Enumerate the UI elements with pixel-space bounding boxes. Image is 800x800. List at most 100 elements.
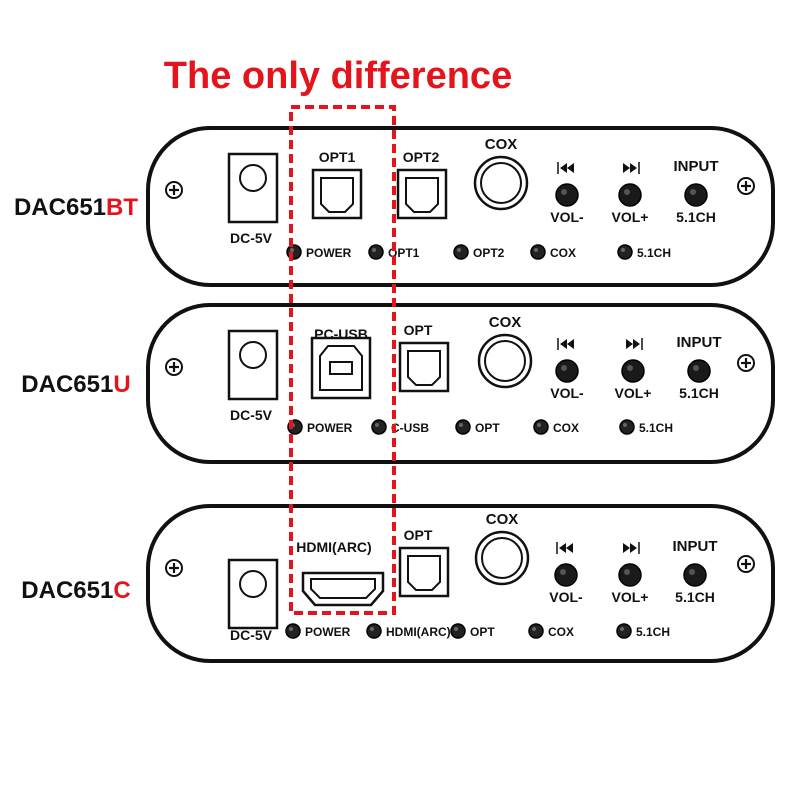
- dc-power-jack-icon: [227, 329, 279, 401]
- vol-minus-jack-icon: [555, 183, 579, 207]
- model-prefix: DAC651: [21, 577, 113, 604]
- right-screw-icon: [737, 555, 755, 573]
- model-suffix: C: [113, 577, 130, 604]
- prev-track-icon: [557, 162, 574, 174]
- prev-track-icon: [557, 338, 574, 350]
- hdmi-port-icon: [301, 571, 385, 607]
- led-indicator-icon: [368, 244, 384, 260]
- optical-port-icon: [311, 168, 363, 220]
- optical-port-icon: [398, 341, 450, 393]
- led-label: C-USB: [391, 421, 429, 435]
- led-label: POWER: [307, 421, 353, 435]
- led-indicator-icon: [533, 419, 549, 435]
- input-51ch-jack-icon: [683, 563, 707, 587]
- input-label: INPUT: [677, 334, 722, 351]
- optical-port-icon: [398, 546, 450, 598]
- coaxial-port-icon: [474, 530, 530, 586]
- panel-outline: [146, 504, 775, 663]
- dc-label: DC-5V: [230, 230, 273, 246]
- dc-label: DC-5V: [230, 627, 273, 643]
- cox-label: COX: [485, 136, 518, 153]
- right-screw-icon: [737, 177, 755, 195]
- led-indicator-icon: [530, 244, 546, 260]
- led-indicator-icon: [619, 419, 635, 435]
- vol-minus-jack-icon: [555, 359, 579, 383]
- optical-port-icon: [396, 168, 448, 220]
- opt-label: OPT: [404, 322, 433, 338]
- opt-label: OPT: [404, 527, 433, 543]
- led-label: 5.1CH: [636, 625, 670, 639]
- model-suffix: U: [113, 371, 130, 398]
- vol-minus-jack-icon: [554, 563, 578, 587]
- input-label: INPUT: [674, 158, 719, 175]
- input-51ch-jack-icon: [684, 183, 708, 207]
- input-51ch-jack-icon: [687, 359, 711, 383]
- model-name: DAC651C: [21, 577, 130, 604]
- dc-power-jack-icon: [227, 558, 279, 630]
- panel-outline: [146, 126, 775, 287]
- vol-minus-label: VOL-: [550, 209, 584, 225]
- difference-highlight-box: [289, 105, 396, 615]
- led-indicator-icon: [285, 623, 301, 639]
- model-suffix: BT: [106, 194, 138, 221]
- headline-title: The only difference: [164, 55, 512, 97]
- vol-plus-jack-icon: [618, 183, 642, 207]
- dc-label: DC-5V: [230, 407, 273, 423]
- ch51-label: 5.1CH: [679, 385, 719, 401]
- coaxial-port-icon: [477, 333, 533, 389]
- left-screw-icon: [165, 358, 183, 376]
- led-indicator-icon: [371, 419, 387, 435]
- left-screw-icon: [165, 181, 183, 199]
- led-indicator-icon: [455, 419, 471, 435]
- panel-dac651c: DAC651C DC-5V HDMI(ARC) OPT COX VOL- VOL+ INPUT…: [21, 504, 775, 663]
- led-indicator-icon: [450, 623, 466, 639]
- vol-plus-label: VOL+: [612, 589, 649, 605]
- led-label: COX: [550, 246, 576, 260]
- led-indicator-icon: [453, 244, 469, 260]
- diff-port-label: HDMI(ARC): [296, 539, 371, 555]
- vol-minus-label: VOL-: [550, 385, 584, 401]
- led-label: HDMI(ARC): [386, 625, 451, 639]
- next-track-icon: [623, 542, 640, 554]
- led-label: OPT2: [473, 246, 505, 260]
- led-label: POWER: [306, 246, 352, 260]
- cox-label: COX: [489, 314, 522, 331]
- led-label: POWER: [305, 625, 351, 639]
- model-name: DAC651BT: [14, 194, 138, 221]
- coaxial-port-icon: [473, 155, 529, 211]
- vol-minus-label: VOL-: [549, 589, 583, 605]
- usb-b-port-icon: [310, 336, 372, 400]
- led-label: COX: [553, 421, 579, 435]
- right-screw-icon: [737, 354, 755, 372]
- left-screw-icon: [165, 559, 183, 577]
- vol-plus-label: VOL+: [612, 209, 649, 225]
- led-label: OPT: [470, 625, 495, 639]
- model-name: DAC651U: [21, 371, 130, 398]
- panel-outline: [146, 303, 775, 464]
- led-indicator-icon: [616, 623, 632, 639]
- vol-plus-jack-icon: [618, 563, 642, 587]
- opt-label: OPT2: [403, 149, 440, 165]
- model-prefix: DAC651: [14, 194, 106, 221]
- ch51-label: 5.1CH: [676, 209, 716, 225]
- prev-track-icon: [556, 542, 573, 554]
- led-label: 5.1CH: [639, 421, 673, 435]
- led-label: COX: [548, 625, 574, 639]
- next-track-icon: [626, 338, 643, 350]
- led-label: OPT: [475, 421, 500, 435]
- diff-port-label: OPT1: [319, 149, 356, 165]
- input-label: INPUT: [673, 538, 718, 555]
- led-label: 5.1CH: [637, 246, 671, 260]
- dc-power-jack-icon: [227, 152, 279, 224]
- vol-plus-jack-icon: [621, 359, 645, 383]
- ch51-label: 5.1CH: [675, 589, 715, 605]
- model-prefix: DAC651: [21, 371, 113, 398]
- led-indicator-icon: [528, 623, 544, 639]
- led-indicator-icon: [366, 623, 382, 639]
- next-track-icon: [623, 162, 640, 174]
- cox-label: COX: [486, 511, 519, 528]
